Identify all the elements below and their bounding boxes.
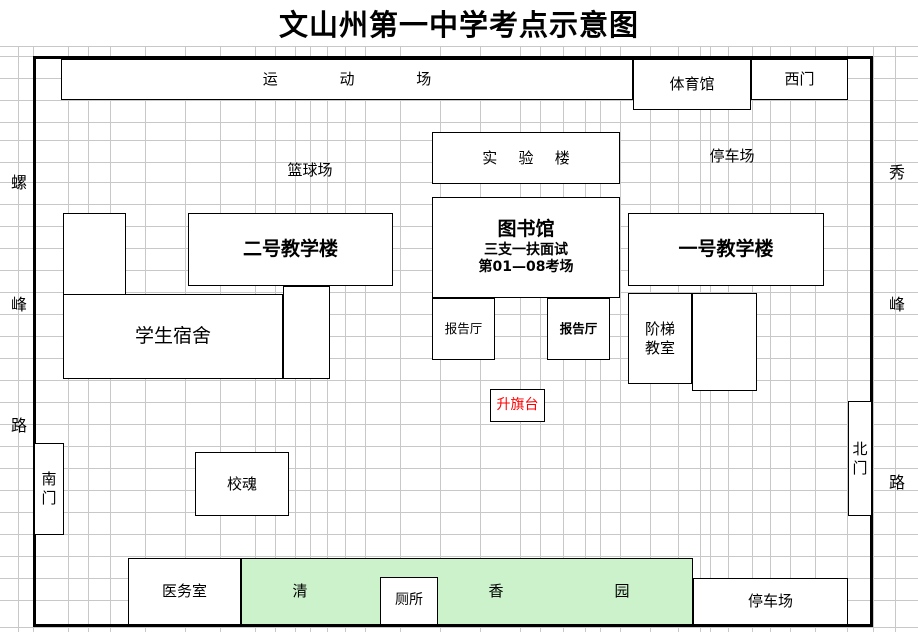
area-lab-building[interactable]: 实 验 楼 (432, 132, 620, 184)
area-parking-north[interactable]: 停车场 (709, 146, 755, 165)
south-gate-line-1: 南 (41, 470, 57, 489)
area-flag-platform[interactable]: 升旗台 (490, 389, 545, 422)
grid-row-line-18 (0, 424, 918, 425)
area-student-dorm[interactable]: 学生宿舍 (63, 294, 283, 379)
street-label-left-2: 峰 (10, 295, 27, 314)
grid-row-line-16 (0, 380, 918, 381)
street-label-right-3: 路 (888, 473, 905, 492)
area-garden-char-3: 园 (614, 581, 630, 600)
grid-column-line-extra-14 (770, 46, 771, 632)
library-title: 图书馆 (497, 218, 555, 241)
area-teaching-building-2[interactable]: 二号教学楼 (188, 213, 393, 286)
area-south-gate[interactable]: 南 门 (34, 443, 64, 535)
grid-row-line-21 (0, 490, 918, 491)
street-label-right-2: 峰 (888, 295, 905, 314)
area-lecture-hall-left[interactable]: 报告厅 (432, 298, 495, 360)
street-label-left-1: 螺 (10, 173, 27, 192)
grid-row-line-0 (0, 46, 918, 47)
north-gate-line-2: 门 (852, 458, 868, 477)
area-toilet[interactable]: 厕所 (380, 577, 438, 625)
area-school-spirit[interactable]: 校魂 (195, 452, 289, 516)
grid-column-line-extra-0 (18, 46, 19, 632)
area-teaching-building-1[interactable]: 一号教学楼 (628, 213, 824, 286)
area-student-dorm-right-wing (283, 286, 330, 379)
area-stepped-classroom[interactable]: 阶梯 教室 (628, 293, 692, 384)
grid-column-line-extra-6 (365, 46, 366, 632)
grid-column-line-17 (847, 46, 848, 632)
grid-row-line-20 (0, 468, 918, 469)
grid-row-line-3 (0, 100, 918, 101)
page-title-text: 文山州第一中学考点示意图 (278, 8, 639, 42)
grid-row-line-4 (0, 122, 918, 123)
area-garden-char-2: 香 (488, 581, 504, 600)
grid-column-line-extra-9 (540, 46, 541, 632)
grid-column-line-extra-8 (520, 46, 521, 632)
grid-column-line-12 (620, 46, 621, 632)
stepped-classroom-line-2: 教室 (644, 338, 675, 357)
library-exam-line-2: 第01—08考场 (478, 259, 574, 276)
grid-row-line-23 (0, 534, 918, 535)
area-teaching-building-1-wing (692, 293, 757, 391)
south-gate-line-2: 门 (41, 489, 57, 507)
grid-row-line-22 (0, 512, 918, 513)
grid-row-line-17 (0, 402, 918, 403)
page-title: 文山州第一中学考点示意图 (0, 0, 918, 46)
grid-column-line-8 (400, 46, 401, 632)
grid-column-line-extra-15 (815, 46, 816, 632)
grid-column-line-18 (873, 46, 874, 632)
library-exam-line-1: 三支一扶面试 (484, 241, 568, 258)
grid-column-line-0 (33, 46, 34, 632)
area-garden[interactable] (241, 558, 693, 625)
street-label-left-3: 路 (10, 416, 27, 435)
area-clinic[interactable]: 医务室 (128, 558, 241, 625)
area-west-gate[interactable]: 西门 (751, 59, 848, 100)
area-parking-south[interactable]: 停车场 (693, 578, 848, 625)
area-student-dorm-upper-wing (63, 213, 126, 295)
area-library[interactable]: 图书馆 三支一扶面试 第01—08考场 (432, 197, 620, 298)
stepped-classroom-line-1: 阶梯 (644, 319, 675, 338)
grid-row-line-24 (0, 556, 918, 557)
grid-column-line-16 (790, 46, 791, 632)
street-label-right-1: 秀 (888, 163, 905, 182)
grid-row-line-27 (0, 627, 918, 628)
area-playground[interactable]: 运 动 场 (61, 59, 633, 100)
area-north-gate[interactable]: 北 门 (848, 401, 872, 516)
grid-row-line-1 (0, 56, 918, 57)
area-garden-char-1: 清 (292, 581, 308, 600)
area-gymnasium[interactable]: 体育馆 (633, 59, 751, 110)
grid-row-line-19 (0, 446, 918, 447)
area-lecture-hall-right[interactable]: 报告厅 (547, 298, 610, 360)
grid-column-line-extra-5 (345, 46, 346, 632)
north-gate-line-1: 北 (852, 439, 868, 458)
grid-column-line-extra-16 (895, 46, 896, 632)
area-basketball-court[interactable]: 篮球场 (287, 160, 333, 179)
